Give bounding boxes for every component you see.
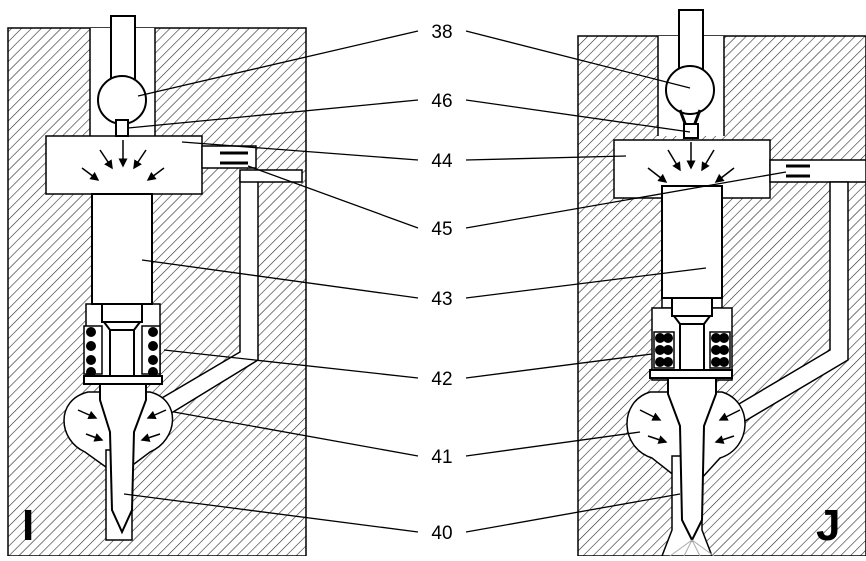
callout-44: 44	[431, 151, 453, 172]
callout-43: 43	[431, 289, 452, 310]
callout-40: 40	[431, 523, 452, 544]
pressure-arrows-needle	[639, 409, 741, 444]
plunger-rod	[109, 329, 135, 381]
nozzle-needle	[667, 377, 717, 543]
plunger-waist	[672, 315, 712, 325]
panel-i: I	[7, 15, 307, 557]
callout-41: 41	[431, 447, 452, 468]
spring-seat	[83, 375, 163, 385]
nozzle-needle	[99, 383, 147, 535]
spring-seat	[649, 369, 733, 379]
plunger-waist	[102, 321, 142, 331]
callout-38: 38	[431, 22, 452, 43]
ball-valve	[97, 75, 147, 125]
callout-46: 46	[431, 91, 452, 112]
leader-lines	[123, 30, 787, 533]
pressure-arrows-needle	[77, 409, 167, 442]
bleed-orifice	[786, 164, 810, 178]
plunger-rod	[679, 323, 705, 371]
housing-body	[7, 27, 307, 557]
pressure-arrows-top	[81, 140, 165, 181]
callout-42: 42	[431, 369, 452, 390]
panel-letter-i: I	[22, 501, 34, 550]
nozzle-spring	[653, 331, 731, 369]
pressure-arrows-top	[647, 142, 735, 183]
panel-letter-j: J	[816, 501, 840, 550]
outlet-orifice	[115, 119, 129, 137]
spray-plume	[669, 539, 715, 557]
inlet-shaft	[678, 9, 704, 75]
control-plunger	[91, 193, 153, 305]
nozzle-spring	[83, 325, 161, 377]
panel-j: J	[577, 9, 866, 557]
plunger-neck	[671, 297, 713, 317]
callout-labels: 38 46 44 45 43 42 41 40	[431, 22, 453, 544]
callout-45: 45	[431, 219, 452, 240]
control-plunger	[661, 185, 723, 299]
bleed-orifice	[220, 151, 248, 165]
plunger-neck	[101, 303, 143, 323]
ball-valve	[665, 65, 715, 115]
